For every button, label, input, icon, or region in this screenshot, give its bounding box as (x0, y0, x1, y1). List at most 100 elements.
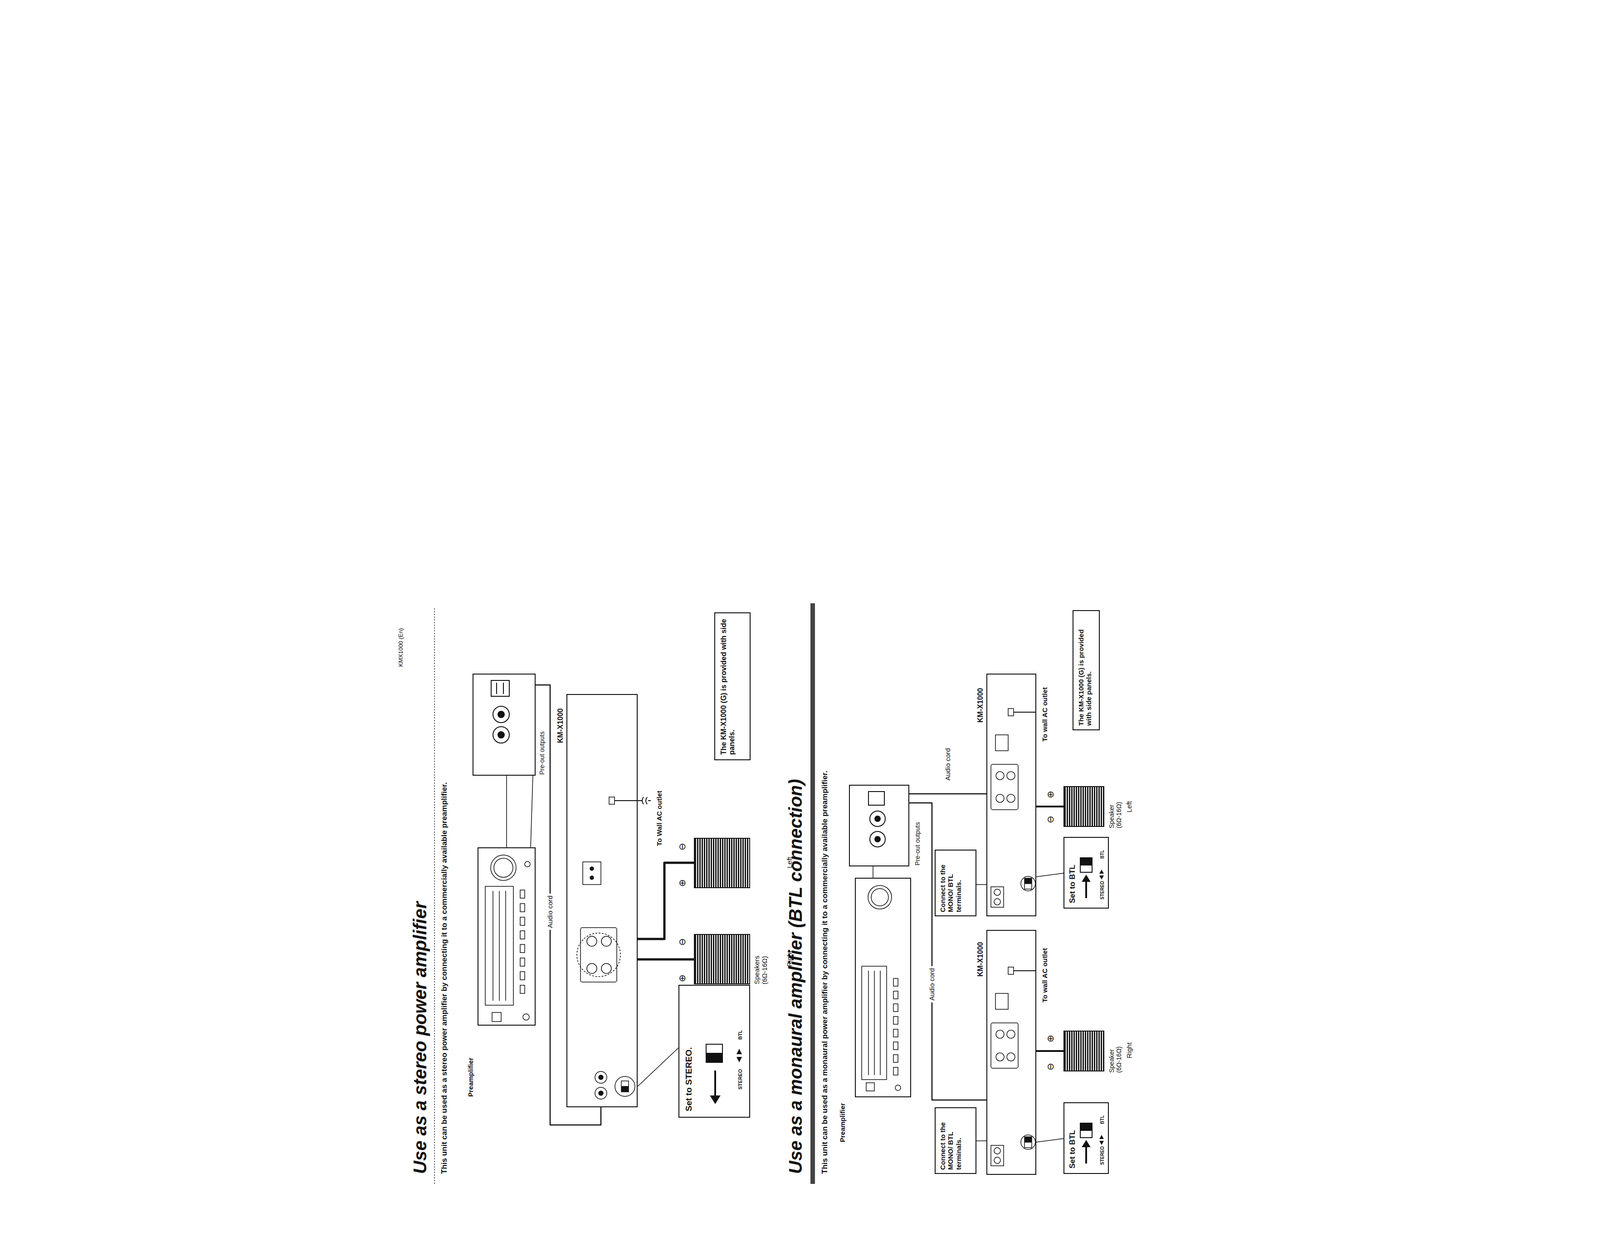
rca-jacks (497, 731, 505, 738)
preamplifier-front (520, 930, 525, 939)
audio-cord (909, 793, 987, 795)
amplifier-rear-panel (994, 1156, 1001, 1164)
ac-cord (614, 796, 651, 805)
title-rule (434, 607, 435, 1184)
pre-out-panel: Pre-out outputs (472, 673, 536, 776)
amplifier-rear-panel (1013, 711, 1037, 713)
audio-cord (535, 684, 601, 1125)
amplifier-rear-panel (586, 936, 597, 947)
switch-symbol (706, 1043, 723, 1063)
amplifier-rear-panel (601, 936, 612, 947)
amplifier-rear-panel (580, 927, 617, 982)
ac-cord (648, 800, 651, 801)
amplifier-rear-panel (1008, 966, 1014, 975)
preamplifier-box: Preamplifier (477, 847, 536, 1026)
part-label: Right (1125, 1042, 1133, 1059)
box-text: The KM-X1000 (G) is provided with side p… (1077, 614, 1093, 726)
subtitle: This unit can be used as a stereo power … (439, 782, 449, 1175)
polarity-mark: ⊕ (677, 878, 688, 887)
polarity-mark: ⊕ (1045, 790, 1056, 799)
zoom-line (530, 775, 533, 848)
amplifier-rear-panel (1006, 794, 1015, 803)
preamplifier-front (520, 944, 525, 953)
part-label: KM-X1000 (976, 687, 985, 723)
amplifier-rear-panel (595, 1071, 607, 1083)
speaker-wire (637, 862, 694, 939)
switch-symbol (1099, 875, 1104, 880)
amplifier-rear-panel (990, 764, 1019, 810)
amplifier-rear-panel (1024, 878, 1032, 889)
rca-jacks (496, 682, 498, 694)
subtitle: This unit can be used as a monaural powe… (820, 770, 830, 1174)
speaker-label: Speakers (6Ω-16Ω) (752, 941, 769, 985)
rca-jacks (502, 682, 504, 694)
part-label: Set to BTL (1068, 1129, 1078, 1169)
amplifier-rear-panel (1020, 876, 1036, 891)
amplifier-rear-panel (994, 888, 1001, 896)
polarity-mark: ⊕ (1045, 1034, 1056, 1043)
switch-symbol (1081, 858, 1092, 865)
rca-jacks (491, 680, 510, 743)
outlet-label: To Wall AC outlet (655, 790, 664, 846)
polarity-mark: ⊖ (677, 937, 688, 946)
preamplifier-front (868, 970, 869, 1075)
polarity-mark: ⊖ (677, 842, 688, 851)
part-label: Left (1125, 800, 1133, 813)
preamplifier-front (868, 885, 892, 909)
leader-line (1036, 873, 1064, 877)
amplifier-rear-panel (576, 932, 621, 977)
amplifier-rear-panel (576, 796, 635, 1099)
amplifier-rear-panel (1020, 1134, 1036, 1150)
rca-jacks (869, 810, 886, 827)
preamplifier-front (893, 1003, 898, 1012)
amplifier-rear-panel (995, 734, 1009, 751)
preamplifier-front (871, 888, 889, 906)
switch-symbol (1082, 1140, 1090, 1147)
switch-symbol (1099, 869, 1104, 874)
amplifier-rear-panel (995, 1029, 1005, 1039)
part-label: Speaker (6Ω-16Ω) (1107, 780, 1123, 829)
switch-symbol (1085, 880, 1088, 898)
amplifier-rear-panel (1024, 1136, 1032, 1148)
amplifier-rear-panel (590, 866, 594, 871)
preamplifier-front (520, 903, 525, 912)
speaker-box: Left (693, 837, 751, 888)
outlet-label: To wall AC outlet (1040, 687, 1049, 742)
amplifier-rear-panel (598, 1090, 604, 1096)
cord-label: Audio cord (927, 965, 936, 1003)
preamplifier-front (893, 978, 898, 986)
polarity-mark: ⊕ (677, 974, 688, 982)
switch-symbol (1080, 1122, 1093, 1138)
part-label: BTL (737, 1029, 744, 1040)
leader-line (976, 1140, 987, 1142)
amplifier-rear-panel (990, 1145, 1004, 1166)
rca-jacks (868, 791, 886, 847)
label-layer: Use as a stereo power amplifierKMX1000 (… (346, 594, 1146, 1184)
box-text: Connect to the MONO/ BTL terminals. (938, 1111, 963, 1170)
preamplifier-front (893, 1016, 898, 1025)
switch-symbol (710, 1095, 720, 1103)
switch-symbol (714, 1070, 717, 1098)
part-label: KM-X1000 (556, 708, 565, 743)
amplifier-rear-panel (595, 1087, 607, 1099)
preamplifier-front (522, 1013, 530, 1020)
zoom-line (506, 775, 508, 848)
switch-symbol (1080, 857, 1093, 873)
part-label: Preamplifier (838, 1102, 847, 1142)
pre-out-panel: Pre-out outputs (848, 784, 910, 867)
preamplifier-front (524, 861, 531, 867)
amplifier-rear-panel (990, 886, 1004, 908)
amplifier-rear-panel (1006, 771, 1015, 780)
page: Preamplifier Pre-out outputs KM-X1000Set t… (346, 594, 1146, 1184)
preamplifier-front (485, 854, 531, 1022)
polarity-mark: ⊖ (1045, 1062, 1056, 1071)
preamplifier-front (893, 1067, 898, 1075)
rca-jacks (497, 711, 505, 718)
preamplifier-front (861, 965, 887, 1080)
ac-cord (645, 796, 648, 805)
node-layer: Preamplifier Pre-out outputs KM-X1000Set t… (346, 594, 1146, 1184)
preamplifier-front (873, 970, 875, 1075)
amplifier-rear-panel (1006, 1052, 1015, 1061)
audio-cord (909, 802, 987, 1100)
amplifier-rear-panel (586, 963, 597, 974)
